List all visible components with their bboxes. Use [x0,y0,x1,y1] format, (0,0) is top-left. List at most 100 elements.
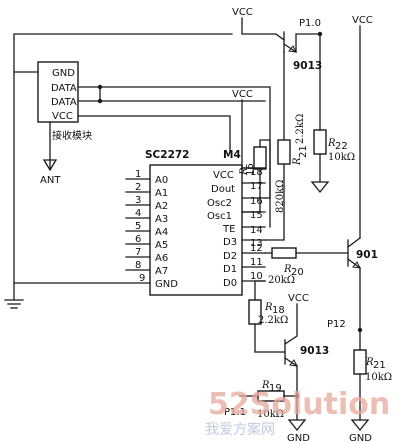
pin-num-15: 15 [250,210,263,221]
pin-name-te: TE [222,224,235,235]
receiver-pin-gnd: GND [52,68,75,79]
pin-num-9: 9 [139,273,145,284]
chip-left-pin-labels: 1 A0 2 A1 3 A2 4 A3 5 A4 6 A5 7 A6 8 A7 … [135,169,178,290]
resistor-r20 [271,247,297,259]
r20-value: 20kΩ [268,275,295,286]
wire-top-collector [241,17,285,41]
pin-num-12: 12 [250,243,263,254]
transistor-top-label: 9013 [293,60,322,72]
resistor-r21-right [353,349,367,375]
r16-name: R [239,167,250,176]
r21-right-value: 10kΩ [365,372,392,383]
pin-name-osc1: Osc1 [207,211,232,222]
r19-name: R [261,380,270,391]
pin-num-14: 14 [250,225,263,236]
chip-name: SC2272 [145,149,190,161]
wire-mid-collector [284,303,298,345]
junction-p10 [317,31,323,37]
pin-name-a4: A4 [155,227,168,238]
pin-num-8: 8 [135,260,141,271]
r16-sub: 16 [245,163,256,176]
pin-num-4: 4 [135,208,141,219]
pin-name-a6: A6 [155,253,168,264]
pin-name-a2: A2 [155,201,168,212]
pin-num-16: 16 [250,196,263,207]
pin-num-3: 3 [135,195,141,206]
vcc-label-right: VCC [352,15,373,26]
pin-num-18: 18 [250,167,263,178]
r18-sub: 18 [272,305,285,316]
vcc-label-chip: VCC [232,89,253,100]
vcc-label-top: VCC [232,7,253,18]
wire-receiver-gnd [13,33,233,73]
chip-ref: M4 [223,149,241,161]
sc2272-chip-box [149,164,243,296]
resistor-r22 [313,129,327,155]
gnd-label-right: GND [349,433,372,443]
pin-name-osc2: Osc2 [207,198,232,209]
pin-name-vcc: VCC [213,170,234,181]
pin-name-a5: A5 [155,240,168,251]
r21-top-sub: 21 [298,145,309,158]
wire-osc1 [241,168,261,213]
r22-name: R [327,138,336,149]
watermark-logo: 52Solution [208,387,390,422]
wire-top-emitter-out [295,33,321,131]
pin-name-gnd: GND [155,279,178,290]
pin-name-d3: D3 [223,237,237,248]
wire-osc2 [259,139,271,199]
antenna-label: ANT [40,175,61,186]
pin-num-1: 1 [135,169,141,180]
antenna-icon [42,159,58,172]
resistor-r21-top [277,139,291,165]
transistor-top-arrow [288,45,297,53]
pin-name-dout: Dout [211,184,235,195]
port-p10-label: P1.0 [299,18,321,29]
pin-num-7: 7 [135,247,141,258]
r19-sub: 19 [269,383,282,394]
receiver-module-label: 接收模块 [52,129,92,142]
wire-d0 [254,280,266,301]
chip-right-pin-labels: VCC 18 Dout 17 Osc2 16 Osc1 15 TE 14 D3 … [207,167,263,289]
transistor-mid-emitter-leg [284,357,298,367]
port-p12-label: P12 [327,319,346,330]
r21-right-name: R [365,357,374,368]
ground-symbol-right [350,419,370,432]
gnd-label-mid: GND [287,433,310,443]
wire-receiver-vcc [77,115,231,153]
r18-value: 2.2kΩ [258,315,288,326]
pin-name-a7: A7 [155,266,168,277]
ground-symbol-mid [287,419,307,432]
r21-right-sub: 21 [373,360,386,371]
pin-name-a3: A3 [155,214,168,225]
r19-value: 10kΩ [257,409,284,420]
pin-num-17: 17 [250,181,263,192]
r20-sub: 20 [291,267,304,278]
pin-name-d1: D1 [223,264,237,275]
pin-num-5: 5 [135,221,141,232]
junction-r19 [294,393,300,399]
r22-value: 10kΩ [328,152,355,163]
pin-name-d0: D0 [223,278,237,289]
transistor-mid-label: 9013 [300,345,329,357]
pin-num-10: 10 [250,271,263,282]
receiver-module-box [37,61,79,123]
ground-symbol-r22 [310,181,330,194]
pin-num-11: 11 [250,257,263,268]
pin-name-d2: D2 [223,251,237,262]
r21-top-name: R [292,157,303,166]
transistor-right-collector-leg [347,237,361,248]
receiver-pin-data-2: DATA [51,97,77,108]
receiver-pin-data-1: DATA [51,83,77,94]
transistor-right-arrow [352,261,361,269]
vcc-label-mid: VCC [288,293,309,304]
r18-name: R [264,302,273,313]
pin-num-13: 13 [250,238,263,249]
chip-left-pins [125,178,151,271]
receiver-pin-vcc: VCC [52,111,73,122]
r16-value: 820kΩ [275,180,286,213]
wire-r18-base [254,323,286,353]
port-p11-label: P1.1 [224,407,246,418]
r20-name: R [283,264,292,275]
